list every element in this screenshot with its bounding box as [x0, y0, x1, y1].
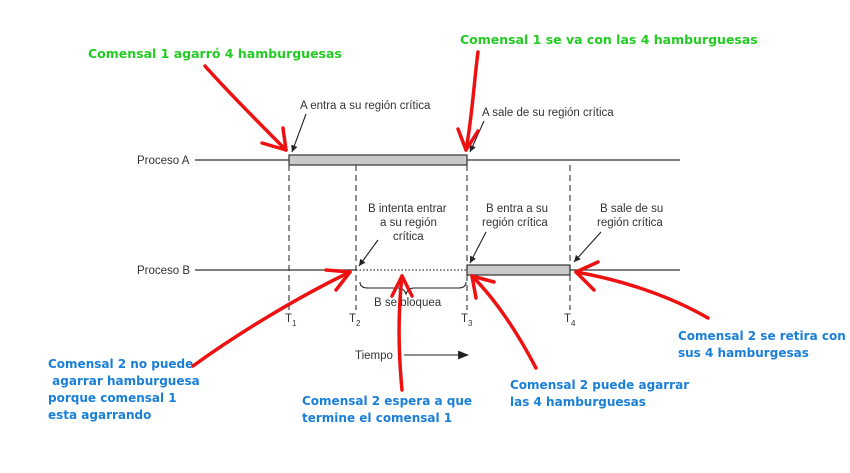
b-leaves-pointer — [573, 231, 602, 263]
green-note-right: Comensal 1 se va con las 4 hamburguesas — [460, 32, 758, 47]
tick-t1: T1 — [285, 313, 297, 328]
blue-note-4-line-1: Comensal 2 se retira con — [678, 329, 846, 343]
blue-note-2-line-2: termine el comensal 1 — [302, 411, 452, 425]
b-enters-pointer — [469, 231, 487, 264]
blue-note-4-line-2: sus 4 hamburgesas — [678, 346, 809, 360]
a-leaves-pointer — [469, 120, 485, 153]
blue-note-1-line-1: Comensal 2 no puede — [48, 357, 193, 371]
red-arrow-a-end — [456, 50, 480, 152]
a-enters-label: A entra a su región crítica — [300, 100, 431, 112]
b-tries-pointer — [358, 239, 379, 267]
red-arrow-b-wait — [390, 274, 414, 392]
red-arrow-b-try — [191, 268, 352, 368]
blue-note-1-line-3: porque comensal 1 — [48, 391, 177, 405]
b-leaves-line-1: B sale de su — [600, 203, 663, 215]
blue-note-1-line-4: esta agarrando — [48, 408, 151, 422]
b-tries-line-3: crítica — [393, 231, 424, 243]
process-a-label: Proceso A — [137, 155, 190, 167]
red-arrow-b-leave — [574, 260, 710, 320]
red-arrow-b-enter — [470, 274, 538, 370]
tick-t4: T4 — [564, 313, 576, 328]
green-note-left: Comensal 1 agarró 4 hamburguesas — [88, 46, 342, 61]
a-leaves-label: A sale de su región crítica — [482, 107, 614, 119]
blue-note-3-line-1: Comensal 2 puede agarrar — [510, 378, 689, 392]
b-tries-line-2: a su región — [380, 217, 437, 229]
tick-t3: T3 — [461, 313, 473, 328]
process-b-critical-region — [466, 264, 571, 276]
a-enters-pointer — [291, 113, 307, 153]
b-blocks-label: B se bloquea — [374, 297, 442, 309]
blocked-brace — [359, 281, 467, 296]
process-a-critical-region — [288, 154, 468, 166]
b-enters-line-1: B entra a su — [486, 203, 548, 215]
red-arrow-a-start — [203, 64, 288, 152]
b-enters-line-2: región crítica — [482, 217, 548, 229]
blue-note-3-line-2: las 4 hamburguesas — [510, 395, 646, 409]
b-leaves-line-2: región crítica — [597, 217, 663, 229]
time-label: Tiempo — [355, 350, 393, 362]
process-b-label: Proceso B — [137, 265, 190, 277]
blue-note-1-line-2: agarrar hamburguesa — [48, 374, 200, 388]
b-tries-line-1: B intenta entrar — [368, 203, 447, 215]
blue-note-2-line-1: Comensal 2 espera a que — [302, 394, 472, 408]
tick-t2: T2 — [349, 313, 361, 328]
